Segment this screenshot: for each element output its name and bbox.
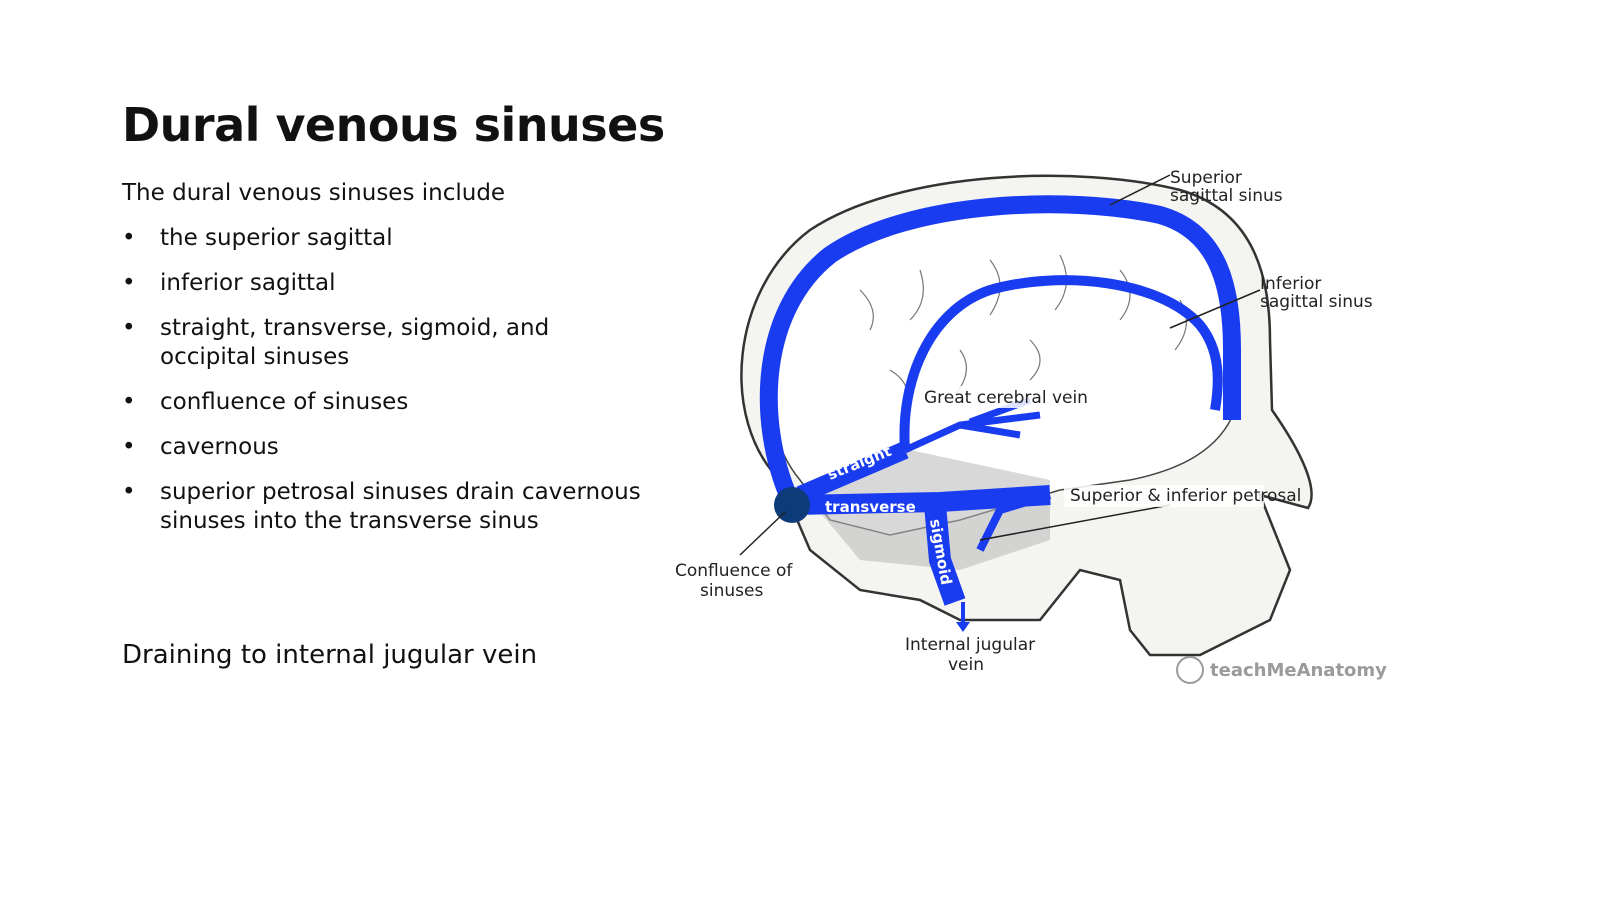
slide-title: Dural venous sinuses bbox=[122, 98, 665, 152]
superior-sagittal-label-2: sagittal sinus bbox=[1170, 186, 1283, 206]
bullet-text: straight, transverse, sigmoid, and occip… bbox=[160, 315, 550, 370]
footer-text: Draining to internal jugular vein bbox=[122, 640, 538, 670]
inferior-sagittal-label-2: sagittal sinus bbox=[1260, 292, 1373, 312]
bullet-text: inferior sagittal bbox=[160, 270, 336, 296]
great-cerebral-label-bg bbox=[918, 386, 1060, 408]
list-item: • superior petrosal sinuses drain caverno… bbox=[122, 478, 642, 536]
superior-sagittal-label-1: Superior bbox=[1170, 168, 1242, 188]
confluence-label-2: sinuses bbox=[700, 581, 763, 601]
bullet-icon: • bbox=[122, 389, 136, 415]
bullet-text: confluence of sinuses bbox=[160, 389, 409, 415]
petrosal-sinus bbox=[976, 491, 1052, 552]
intro-text: The dural venous sinuses include bbox=[122, 180, 506, 206]
confluence-label-1: Confluence of bbox=[675, 561, 793, 581]
copyright-icon bbox=[1176, 656, 1204, 684]
bullet-icon: • bbox=[122, 270, 136, 296]
straight-sinus bbox=[796, 441, 909, 504]
leader-lines bbox=[739, 174, 1261, 556]
bullet-icon: • bbox=[122, 479, 136, 505]
list-item: • the superior sagittal bbox=[122, 224, 642, 253]
petrosal-label: Superior & inferior petrosal bbox=[1070, 486, 1301, 506]
bullet-icon: • bbox=[122, 225, 136, 251]
superior-sagittal-sinus bbox=[759, 195, 1241, 504]
bullet-icon: • bbox=[122, 434, 136, 460]
inferior-sagittal-label-1: Inferior bbox=[1260, 274, 1321, 294]
bullet-list: • the superior sagittal • inferior sagitta… bbox=[122, 224, 642, 552]
sigmoid-sinus bbox=[924, 504, 966, 606]
jugular-label-2: vein bbox=[948, 655, 984, 675]
list-item: • inferior sagittal bbox=[122, 269, 642, 298]
jugular-arrowhead bbox=[956, 622, 970, 632]
transverse-sinus bbox=[794, 485, 1051, 515]
bullet-text: superior petrosal sinuses drain cavernou… bbox=[160, 479, 641, 534]
list-item: • confluence of sinuses bbox=[122, 388, 642, 417]
inferior-sagittal-sinus bbox=[899, 275, 1223, 451]
bullet-icon: • bbox=[122, 315, 136, 341]
great-cerebral-vein-label: Great cerebral vein bbox=[924, 388, 1088, 408]
watermark: teachMeAnatomy bbox=[1210, 660, 1387, 681]
list-item: • straight, transverse, sigmoid, and occi… bbox=[122, 314, 642, 372]
petrosal-label-bg bbox=[1064, 485, 1264, 507]
dural-sinus-diagram: straight transverse sigmoid Superior sag… bbox=[675, 168, 1387, 684]
bullet-text: cavernous bbox=[160, 434, 279, 460]
transverse-label: transverse bbox=[825, 498, 916, 516]
list-item: • cavernous bbox=[122, 433, 642, 462]
jugular-label-1: Internal jugular bbox=[905, 635, 1035, 655]
bullet-text: the superior sagittal bbox=[160, 225, 393, 251]
